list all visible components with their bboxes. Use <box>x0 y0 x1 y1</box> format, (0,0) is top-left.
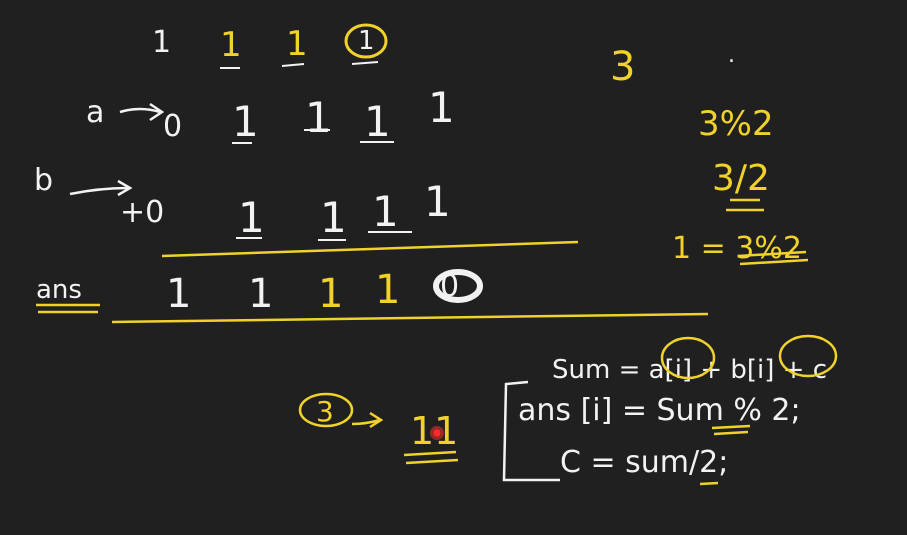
underline-stroke <box>403 450 457 457</box>
highlight-circle-b <box>778 334 838 378</box>
row-ans-digit: 1 <box>375 267 400 313</box>
code-block: Sum = a[i] + b[i] + c ans [i] = Sum % 2;… <box>502 334 838 486</box>
code-line-sum: Sum = a[i] + b[i] + c <box>552 355 827 385</box>
note-result-expr: 1 = 3%2 <box>672 231 802 266</box>
arrow-three-head <box>369 411 384 429</box>
note-div-expr: 3/2 <box>712 158 770 199</box>
row-ans-digit: 1 <box>166 271 191 317</box>
code-bracket <box>502 380 560 482</box>
row-b-digit: 1 <box>424 177 451 226</box>
carry-digit: 1 <box>358 26 375 56</box>
underline-stroke <box>713 430 749 436</box>
underline-stroke <box>405 458 459 465</box>
row-b-digit: 1 <box>238 193 265 242</box>
laser-pointer <box>433 429 441 437</box>
code-line-carry: C = sum/2; <box>560 445 728 480</box>
row-b-digit: 1 <box>372 187 399 236</box>
note-mod-expr: 3%2 <box>698 104 774 144</box>
arrow-a <box>119 107 161 114</box>
carry-digit: 1 <box>152 25 171 60</box>
row-a-digit: 1 <box>232 97 259 146</box>
row-ans-label: ans <box>36 275 82 305</box>
row-b-digit: 1 <box>320 193 347 242</box>
row-b-digit: +0 <box>120 195 164 230</box>
arrow-a-head <box>149 102 165 122</box>
carry-digit: 1 <box>286 24 308 64</box>
row-a: a 0 1 1 1 1 <box>86 83 455 146</box>
underline-stroke <box>737 250 807 258</box>
ans-baseline <box>111 312 709 324</box>
ans-zero-scribble <box>433 269 483 303</box>
underline-stroke <box>739 258 809 266</box>
right-notes: 3 . 3%2 3/2 1 = 3%2 <box>610 43 809 266</box>
arrow-b <box>69 186 129 196</box>
highlight-circle-a <box>660 336 716 380</box>
note-three: 3 <box>610 44 635 90</box>
row-a-digit: 0 <box>163 109 182 144</box>
code-line-ans: ans [i] = Sum % 2; <box>518 393 801 428</box>
carry-row: 1 1 1 1 <box>152 23 388 69</box>
row-ans: ans 1 1 1 1 0 <box>36 267 709 324</box>
row-ans-digit: 1 <box>248 271 273 317</box>
row-b-label: b <box>34 163 53 198</box>
note-dot: . <box>728 43 735 68</box>
arrow-b-head <box>117 179 133 197</box>
note-circled-three: 3 <box>316 395 334 428</box>
row-ans-digit: 1 <box>318 271 343 317</box>
row-b: b +0 1 1 1 1 <box>34 163 451 242</box>
sum-divider-line <box>161 240 579 258</box>
circle-three <box>298 392 354 428</box>
underline-stroke <box>699 481 719 486</box>
row-a-digit: 1 <box>364 97 391 146</box>
underline-stroke <box>711 424 751 430</box>
row-a-digit: 1 <box>305 93 332 142</box>
underline-stroke <box>281 63 305 67</box>
row-a-label: a <box>86 95 104 130</box>
arrow-three <box>351 418 381 426</box>
underline-stroke <box>351 61 379 65</box>
row-a-digit: 1 <box>428 83 455 132</box>
carry-digit: 1 <box>220 25 242 65</box>
carry-circle <box>344 23 388 59</box>
